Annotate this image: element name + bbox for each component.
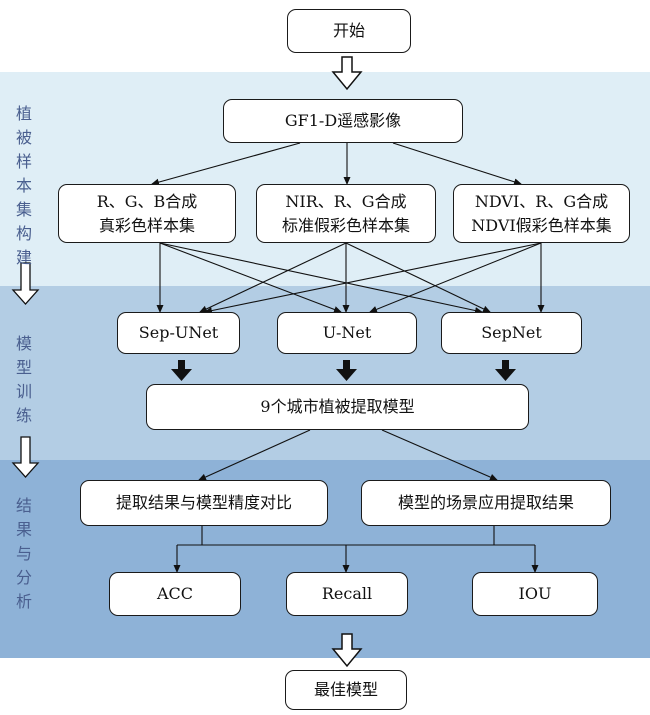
stage-char: 果	[15, 520, 32, 539]
sep-unet-node: Sep-UNet	[117, 312, 240, 354]
best-model-node: 最佳模型	[285, 670, 407, 710]
solid-arrows	[171, 360, 516, 381]
source-image-label: GF1-D遥感影像	[284, 111, 402, 130]
stage-char: 结	[15, 496, 32, 515]
start-label: 开始	[332, 21, 365, 40]
ndvi-false-color-line1: NDVI、R、G合成	[474, 191, 609, 211]
standard-false-color-sample-node: NIR、R、G合成 标准假彩色样本集	[256, 184, 436, 243]
hollow-arrows	[11, 56, 363, 668]
unet-label: U-Net	[322, 323, 372, 342]
best-model-label: 最佳模型	[313, 680, 378, 699]
stage-char: 与	[15, 544, 32, 563]
stage-char: 分	[15, 568, 32, 587]
stage-label-model-training: 模 型 训 练	[12, 332, 36, 428]
stage-char: 植	[15, 104, 32, 123]
accuracy-comparison-label: 提取结果与模型精度对比	[115, 493, 292, 512]
stage-char: 集	[15, 200, 32, 219]
scene-application-label: 模型的场景应用提取结果	[397, 493, 574, 512]
unet-node: U-Net	[277, 312, 417, 354]
stage-label-sample-construction: 植 被 样 本 集 构 建	[12, 102, 36, 270]
stage-char: 练	[15, 406, 32, 425]
acc-node: ACC	[109, 572, 241, 616]
stage-char: 被	[15, 128, 32, 147]
bracket-lines	[177, 526, 535, 546]
acc-label: ACC	[156, 584, 194, 603]
true-color-line2: 真彩色样本集	[98, 215, 195, 235]
standard-false-color-line2: 标准假彩色样本集	[281, 215, 410, 235]
stage-char: 模	[15, 334, 32, 353]
sepnet-node: SepNet	[441, 312, 582, 354]
recall-label: Recall	[321, 584, 373, 603]
flow-lines	[151, 142, 545, 573]
accuracy-comparison-node: 提取结果与模型精度对比	[80, 480, 328, 526]
sepnet-label: SepNet	[481, 323, 542, 342]
start-node: 开始	[287, 9, 411, 53]
ndvi-false-color-line2: NDVI假彩色样本集	[471, 215, 612, 235]
city-models-label: 9个城市植被提取模型	[260, 397, 415, 416]
standard-false-color-line1: NIR、R、G合成	[285, 191, 407, 211]
sep-unet-label: Sep-UNet	[138, 323, 219, 342]
true-color-sample-node: R、G、B合成 真彩色样本集	[58, 184, 236, 243]
city-models-node: 9个城市植被提取模型	[146, 384, 529, 430]
stage-char: 样	[15, 152, 32, 171]
stage-char: 训	[15, 382, 32, 401]
stage-char: 构	[15, 224, 32, 243]
true-color-line1: R、G、B合成	[96, 191, 198, 211]
stage-char: 析	[15, 592, 32, 611]
ndvi-false-color-sample-node: NDVI、R、G合成 NDVI假彩色样本集	[453, 184, 630, 243]
stage-label-analysis: 结 果 与 分 析	[12, 494, 36, 614]
scene-application-node: 模型的场景应用提取结果	[361, 480, 611, 526]
recall-node: Recall	[286, 572, 408, 616]
stage-char: 本	[15, 176, 32, 195]
stage-char: 型	[15, 358, 32, 377]
iou-node: IOU	[472, 572, 598, 616]
stage-char: 建	[15, 248, 32, 267]
source-image-node: GF1-D遥感影像	[223, 99, 463, 143]
iou-label: IOU	[518, 584, 552, 603]
